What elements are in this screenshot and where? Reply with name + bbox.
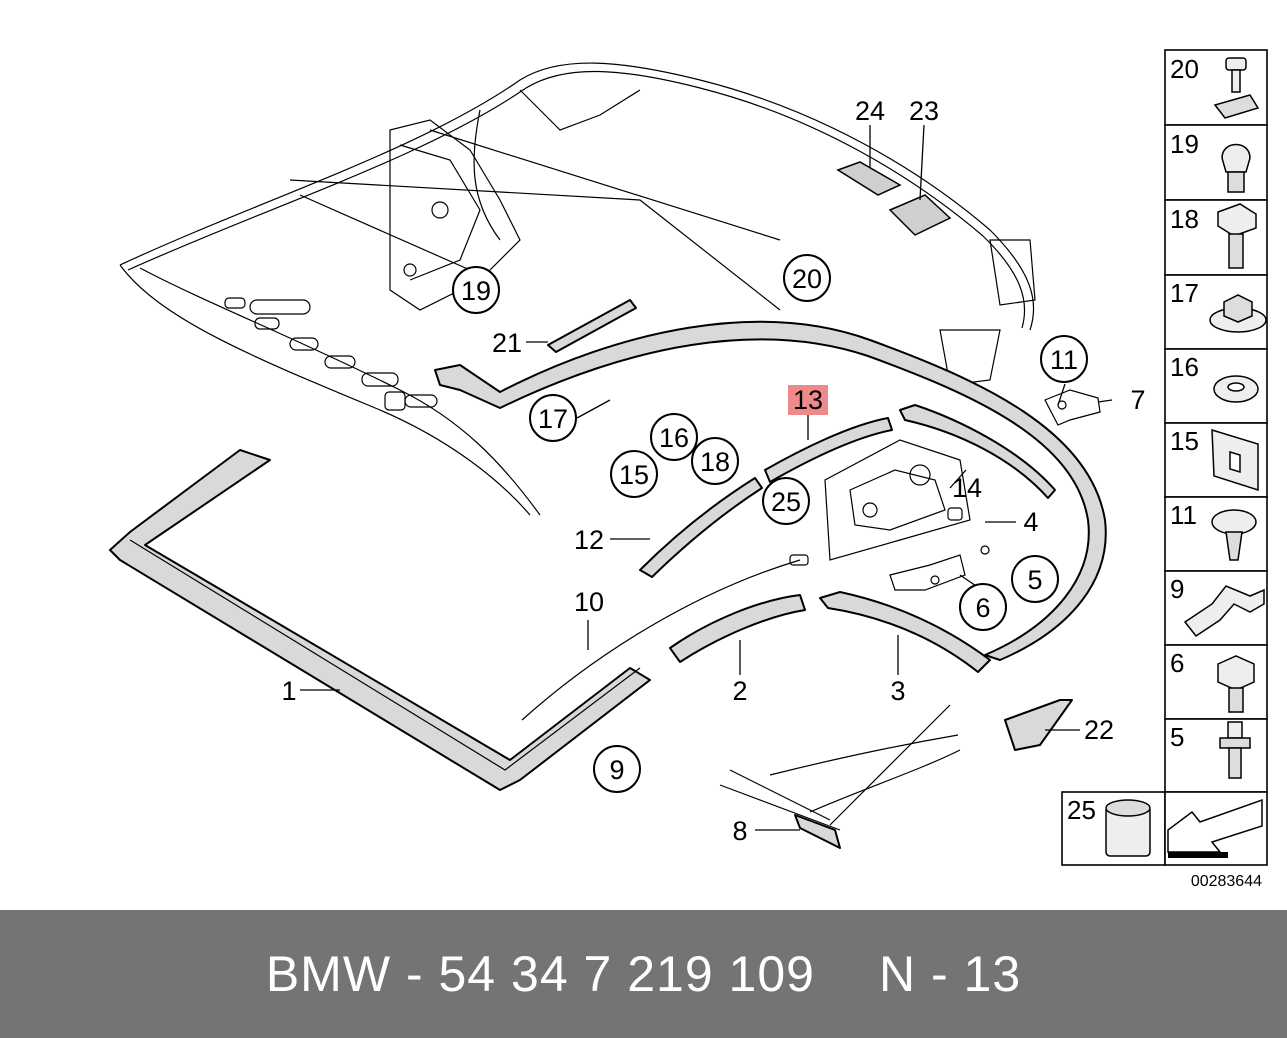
callout-25: 25 xyxy=(771,487,801,517)
callout-22: 22 xyxy=(1084,715,1114,745)
panel-number-15: 15 xyxy=(1170,426,1199,456)
callout-13-highlight xyxy=(788,385,828,415)
expanding-rivet-icon xyxy=(1221,143,1251,193)
position-separator: - xyxy=(930,946,949,1002)
spacer-plate-icon xyxy=(1211,428,1259,492)
flange-nut-icon xyxy=(1209,294,1267,333)
panel-number-18: 18 xyxy=(1170,204,1199,234)
callout-14: 14 xyxy=(952,473,982,503)
part-1-front-seal xyxy=(109,449,651,791)
callout-21: 21 xyxy=(492,328,522,358)
callout-circle-19 xyxy=(452,266,500,314)
callout-13: 13 xyxy=(793,385,823,415)
callout-20: 20 xyxy=(792,264,822,294)
callout-circle-11 xyxy=(1040,335,1088,383)
washer-icon xyxy=(1213,375,1259,403)
callout-circle-5 xyxy=(1011,555,1059,603)
panel-number-16: 16 xyxy=(1170,352,1199,382)
part-21-strip xyxy=(547,299,637,353)
part-number: 54 34 7 219 109 xyxy=(438,946,815,1002)
brand-separator: - xyxy=(405,946,424,1002)
callout-12: 12 xyxy=(574,525,604,555)
callout-1: 1 xyxy=(281,676,296,706)
panel-number-17: 17 xyxy=(1170,278,1199,308)
callout-circle-17 xyxy=(529,394,577,442)
part-24-pad xyxy=(836,161,902,196)
callout-16: 16 xyxy=(659,423,689,453)
panel-number-11: 11 xyxy=(1170,500,1197,530)
callout-17: 17 xyxy=(538,404,568,434)
callout-24: 24 xyxy=(855,96,885,126)
callout-circle-15 xyxy=(610,450,658,498)
part-23-pad xyxy=(888,194,952,236)
callout-3: 3 xyxy=(890,676,905,706)
callout-circle-18 xyxy=(691,437,739,485)
callout-circle-9 xyxy=(593,745,641,793)
position-number: 13 xyxy=(963,946,1022,1002)
hex-self-tapping-screw-icon xyxy=(1211,509,1257,561)
panel-number-20: 20 xyxy=(1170,54,1199,84)
panel-number-5: 5 xyxy=(1170,722,1184,752)
callout-11: 11 xyxy=(1050,345,1078,375)
part-13-seal xyxy=(764,417,893,483)
callout-circle-20 xyxy=(783,254,831,302)
small-parts-panel: 20 19 18 17 16 15 11 9 6 5 25 xyxy=(1061,49,1268,890)
hex-bolt-icon xyxy=(1217,655,1255,713)
panel-number-9: 9 xyxy=(1170,574,1184,604)
screw-with-clip-icon xyxy=(1213,57,1260,119)
part-10-cable xyxy=(521,559,801,721)
part-22-cover xyxy=(1004,699,1073,751)
callout-circle-16 xyxy=(650,413,698,461)
callout-5: 5 xyxy=(1027,565,1042,595)
adhesive-can-icon xyxy=(1105,799,1151,857)
part-2-seal xyxy=(669,594,806,663)
bracket-clip-icon xyxy=(1183,585,1265,638)
callout-19: 19 xyxy=(461,276,491,306)
upper-seal-arc xyxy=(434,320,1107,661)
callout-circle-6 xyxy=(959,583,1007,631)
part-8-cable-set xyxy=(719,704,961,849)
callout-15: 15 xyxy=(619,460,649,490)
square-head-bolt-icon xyxy=(1217,203,1257,269)
callout-9: 9 xyxy=(609,755,624,785)
part-7-bracket xyxy=(1044,389,1101,426)
callout-circle-25 xyxy=(762,477,810,525)
latch-bracket-assembly xyxy=(824,439,990,591)
callout-7: 7 xyxy=(1130,385,1145,415)
stud-bolt-icon xyxy=(1219,721,1251,779)
callout-6: 6 xyxy=(975,593,990,623)
part-12-seal xyxy=(639,477,763,578)
part-14-seal xyxy=(899,404,1056,499)
position-prefix: N xyxy=(878,946,917,1002)
callout-4: 4 xyxy=(1023,507,1038,537)
callout-23: 23 xyxy=(909,96,939,126)
callout-8: 8 xyxy=(732,816,747,846)
brand-label: BMW xyxy=(265,946,392,1002)
callout-10: 10 xyxy=(574,587,604,617)
callout-labels: 24 23 20 19 21 17 16 18 15 13 11 7 14 25… xyxy=(281,96,1145,846)
panel-number-25: 25 xyxy=(1067,795,1096,825)
callout-18: 18 xyxy=(700,447,730,477)
image-code: 00283644 xyxy=(1191,873,1262,890)
roof-frame-drawing xyxy=(119,62,1036,516)
seal-parts-drawing xyxy=(109,161,1107,849)
part-3-seal xyxy=(819,591,991,673)
parts-exploded-diagram: 24 23 20 19 21 17 16 18 15 13 11 7 14 25… xyxy=(109,49,1268,890)
direction-arrow-icon xyxy=(1167,798,1263,858)
callout-2: 2 xyxy=(732,676,747,706)
panel-number-19: 19 xyxy=(1170,129,1199,159)
part-number-banner: BMW - 54 34 7 219 109 N - 13 xyxy=(0,910,1287,1038)
panel-number-6: 6 xyxy=(1170,648,1184,678)
